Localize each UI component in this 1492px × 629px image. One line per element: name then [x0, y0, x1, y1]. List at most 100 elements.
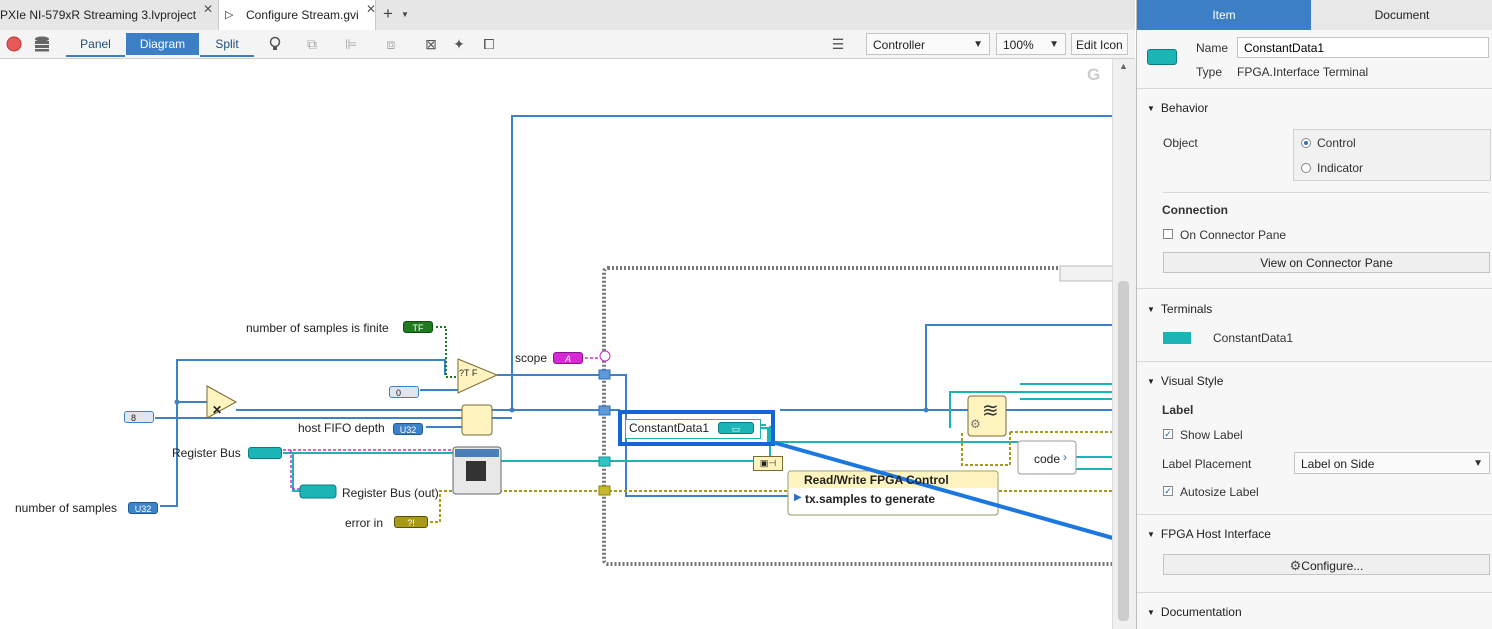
block-diagram[interactable]: G number of samples is finite TF scope A… — [0, 59, 1112, 629]
target-value: Controller — [873, 38, 926, 52]
terminal-item[interactable]: ConstantData1 — [1213, 331, 1294, 345]
type-label: Type — [1196, 65, 1223, 79]
object-radio-group: Control Indicator — [1293, 129, 1491, 181]
radio-control-label: Control — [1317, 136, 1356, 150]
show-label-checkbox[interactable]: ✓ — [1163, 429, 1173, 439]
tab-item[interactable]: Item — [1137, 0, 1311, 30]
document-tab-bar: PXIe NI-579xR Streaming 3.lvproject * ✕ … — [0, 0, 1135, 31]
divider — [1137, 514, 1492, 515]
layers-icon[interactable]: ≋ — [982, 400, 999, 422]
constant-zero[interactable]: 0 — [389, 386, 419, 398]
label-scope: scope — [515, 351, 548, 365]
group-icon[interactable]: ⧈ — [386, 36, 396, 52]
autosize-label-text: Autosize Label — [1180, 485, 1259, 499]
chevron-down-icon: ▼ — [973, 39, 983, 50]
constantdata1-terminal[interactable]: ConstantData1 ▭ — [625, 419, 761, 439]
tab-split[interactable]: Split — [200, 33, 254, 57]
clean-diagram-icon[interactable]: ⊠ — [425, 36, 437, 52]
tab-project-label: PXIe NI-579xR Streaming 3.lvproject * — [0, 8, 200, 22]
toolbar: Panel Diagram Split ⧉ ⊫ ⧈ ⊠ ✦ ⧠ ☰ Contro… — [0, 30, 1135, 59]
label-register-bus: Register Bus — [172, 446, 241, 460]
list-view-icon[interactable]: ☰ — [831, 36, 845, 52]
divider — [1137, 88, 1492, 89]
label-placement-value: Label on Side — [1301, 457, 1375, 471]
chevron-right-icon: › — [1063, 450, 1067, 464]
close-icon[interactable]: ✕ — [203, 2, 214, 16]
radio-indicator-label: Indicator — [1317, 161, 1364, 175]
fit-window-icon[interactable]: ⧠ — [483, 36, 495, 52]
loop-structure[interactable] — [602, 266, 1112, 566]
chevron-right-icon: ▶ — [794, 492, 802, 503]
show-label-text: Show Label — [1180, 428, 1243, 442]
align-icon[interactable]: ⊫ — [344, 36, 358, 52]
behavior-heading[interactable]: Behavior — [1147, 101, 1208, 115]
chevron-down-icon: ▼ — [1049, 39, 1059, 50]
view-connector-pane-button[interactable]: View on Connector Pane — [1163, 252, 1490, 273]
sparkle-icon[interactable]: ✦ — [453, 36, 465, 52]
target-dropdown[interactable]: Controller ▼ — [866, 33, 990, 55]
play-icon: ▷ — [225, 9, 234, 21]
select-icon[interactable]: ?T F — [459, 368, 478, 378]
terminal-icon — [1163, 332, 1191, 344]
lightbulb-icon[interactable] — [266, 36, 284, 52]
divider — [1137, 592, 1492, 593]
configure-button[interactable]: ⚙Configure... — [1163, 554, 1490, 575]
tab-panel[interactable]: Panel — [66, 33, 125, 57]
label-placement-label: Label Placement — [1162, 457, 1252, 471]
edit-icon-button[interactable]: Edit Icon — [1071, 33, 1128, 55]
connector-pane-label: On Connector Pane — [1180, 228, 1287, 242]
object-label: Object — [1163, 136, 1198, 150]
constantdata1-label: ConstantData1 — [629, 421, 710, 435]
register-bus-terminal[interactable] — [248, 447, 282, 459]
rw-node-item[interactable]: tx.samples to generate — [805, 492, 936, 506]
visual-style-heading[interactable]: Visual Style — [1147, 374, 1223, 388]
u32-terminal[interactable]: U32 — [393, 423, 423, 435]
chevron-down-icon[interactable]: ▼ — [401, 10, 409, 19]
corner-glyph: G — [1087, 65, 1101, 84]
label-samples-finite: number of samples is finite — [246, 321, 389, 335]
fpga-host-interface-heading[interactable]: FPGA Host Interface — [1147, 527, 1271, 541]
name-label: Name — [1196, 41, 1229, 55]
error-terminal[interactable]: ?! — [394, 516, 428, 528]
chevron-up-icon[interactable]: ▲ — [1119, 61, 1128, 71]
label-number-of-samples: number of samples — [15, 501, 118, 515]
documentation-heading[interactable]: Documentation — [1147, 605, 1242, 619]
connection-heading: Connection — [1162, 203, 1228, 217]
tab-document[interactable]: Document — [1311, 0, 1492, 30]
scrollbar-thumb[interactable] — [1118, 281, 1129, 621]
constant-eight[interactable]: 8 — [124, 411, 154, 423]
name-input[interactable] — [1237, 37, 1489, 58]
radio-control[interactable] — [1301, 138, 1311, 148]
label-heading: Label — [1162, 403, 1194, 417]
zoom-value: 100% — [1003, 38, 1034, 52]
tab-configure-stream[interactable]: ▷ Configure Stream.gvi — [218, 0, 376, 31]
label-placement-dropdown[interactable]: Label on Side ▼ — [1294, 452, 1490, 474]
boolean-terminal[interactable]: TF — [403, 321, 433, 333]
case-selector[interactable] — [1059, 265, 1112, 282]
code-node-label[interactable]: code — [1034, 452, 1061, 466]
tab-project[interactable]: PXIe NI-579xR Streaming 3.lvproject * — [0, 0, 200, 30]
terminals-heading[interactable]: Terminals — [1147, 302, 1212, 316]
connector-pane-checkbox[interactable] — [1163, 229, 1173, 239]
distribute-icon[interactable]: ⧉ — [307, 36, 317, 52]
type-value: FPGA.Interface Terminal — [1237, 65, 1369, 79]
u32-terminal[interactable]: U32 — [128, 502, 158, 514]
configure-label: Configure... — [1301, 559, 1364, 573]
scope-terminal[interactable]: A — [553, 352, 583, 364]
label-register-bus-out: Register Bus (out) — [342, 486, 439, 500]
rw-node-title[interactable]: Read/Write FPGA Control — [804, 473, 949, 487]
label-error-in: error in — [345, 516, 384, 530]
stop-icon[interactable] — [5, 36, 23, 52]
radio-indicator[interactable] — [1301, 163, 1311, 173]
zoom-dropdown[interactable]: 100% ▼ — [996, 33, 1066, 55]
fpga-interface-icon — [1147, 49, 1177, 65]
close-icon[interactable]: ✕ — [366, 2, 377, 16]
add-tab-icon[interactable]: + — [383, 4, 393, 23]
autosize-label-checkbox[interactable]: ✓ — [1163, 486, 1173, 496]
database-icon[interactable] — [33, 36, 51, 52]
multiply-icon[interactable]: ✕ — [212, 403, 223, 417]
diagram-scrollbar[interactable]: ▲ — [1112, 59, 1136, 629]
gear-icon: ⚙ — [1289, 558, 1302, 573]
tab-diagram[interactable]: Diagram — [126, 33, 199, 55]
bundle-node[interactable]: ▣⊣ — [753, 456, 783, 471]
